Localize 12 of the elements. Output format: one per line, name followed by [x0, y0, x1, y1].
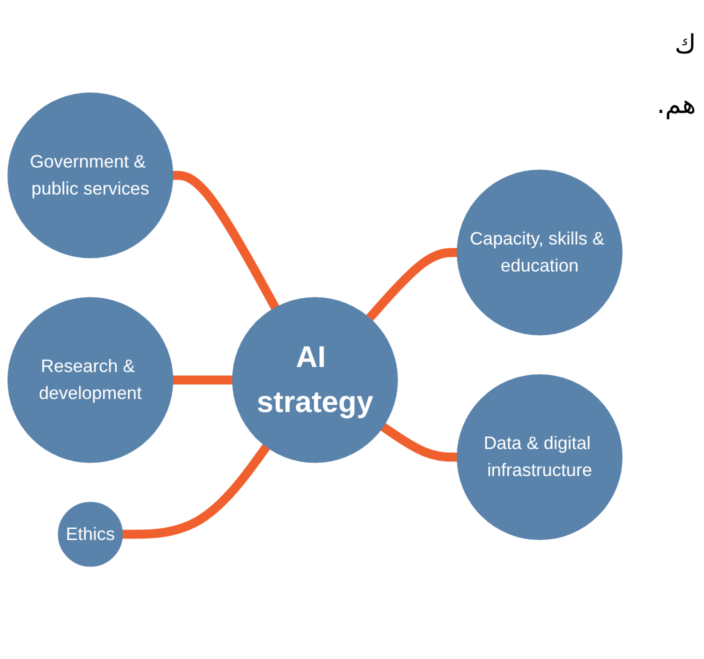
connector: [366, 248, 458, 322]
connector: [380, 422, 458, 462]
connector: [172, 375, 233, 384]
connector: [122, 444, 270, 539]
node-circle: Data & digital infrastructure: [456, 374, 622, 540]
node-circle: AI strategy: [232, 297, 398, 463]
node-circle: Research & development: [8, 297, 174, 463]
node-circle: Government & public services: [8, 92, 174, 258]
node-circle: Capacity, skills & education: [456, 170, 622, 336]
text-fragment: ك: [674, 30, 696, 60]
text-fragment: هم.: [656, 90, 696, 120]
node-circle: Ethics: [58, 502, 123, 567]
